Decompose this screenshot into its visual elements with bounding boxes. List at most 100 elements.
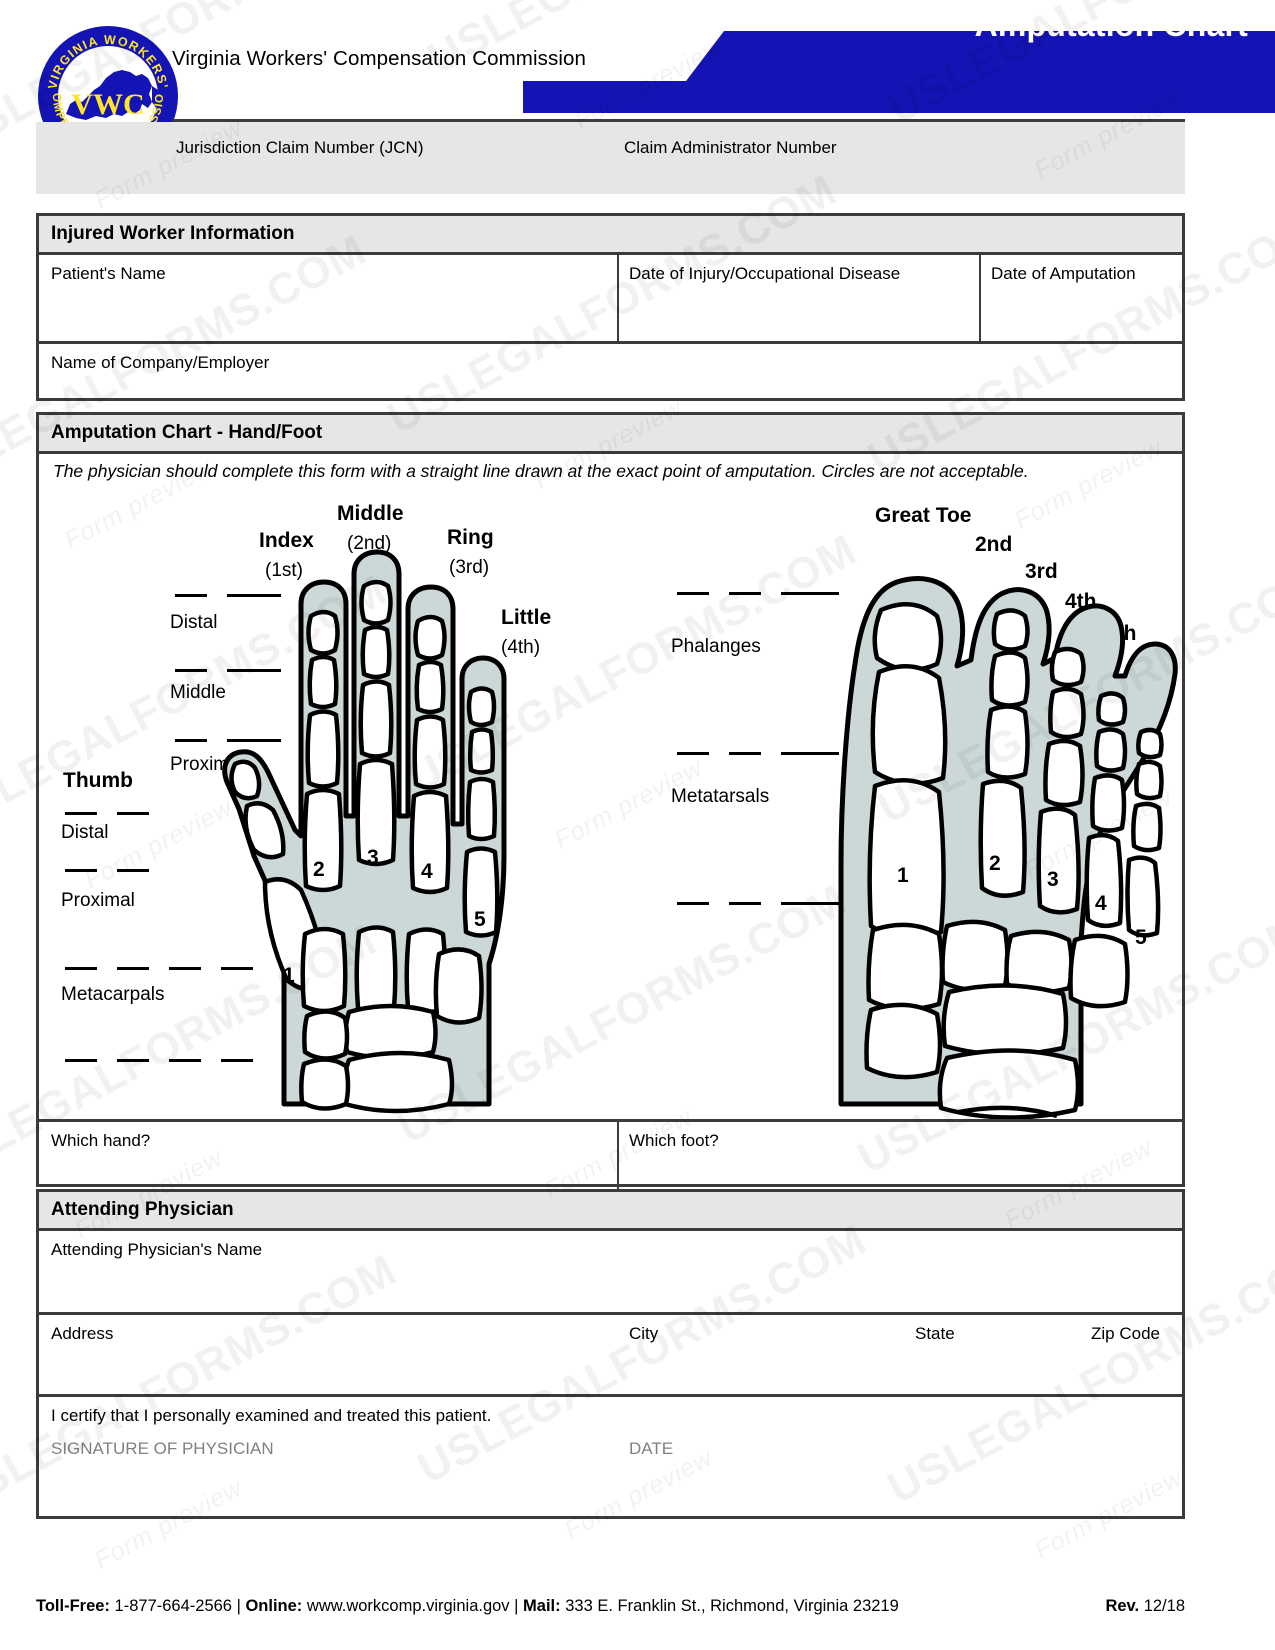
hand-thumb-label: Thumb [63, 769, 133, 792]
online-value[interactable]: www.workcomp.virginia.gov [306, 1597, 510, 1615]
certification-text: I certify that I personally examined and… [51, 1406, 492, 1425]
which-limb-row: Which hand? Which foot? [39, 1119, 1182, 1195]
tick [729, 752, 761, 755]
revision-label: Rev. [1105, 1597, 1140, 1615]
title-banner [686, 31, 1275, 81]
certification-row: I certify that I personally examined and… [39, 1397, 1182, 1552]
tick [221, 967, 253, 970]
tick [781, 752, 839, 755]
injured-worker-section-title: Injured Worker Information [39, 216, 1182, 255]
physician-address-row: Address City State Zip Code [39, 1315, 1182, 1397]
tick [117, 812, 149, 815]
amputation-chart-section: Amputation Chart - Hand/Foot The physici… [36, 412, 1185, 1195]
signature-label[interactable]: SIGNATURE OF PHYSICIAN [51, 1439, 274, 1458]
signature-date-label[interactable]: DATE [629, 1439, 674, 1458]
tick [677, 902, 709, 905]
foot-bone-number-4: 4 [1095, 892, 1107, 915]
address-label: Address [51, 1324, 114, 1343]
tick [65, 1059, 97, 1062]
hand-digit-ordinal-ring: (3rd) [449, 557, 490, 578]
hand-skeleton-illustration [222, 549, 507, 1114]
hand-bone-number-5: 5 [474, 908, 486, 931]
tick [175, 594, 207, 597]
divider [39, 341, 1182, 344]
foot-metatarsals-label: Metatarsals [671, 786, 770, 807]
hand-digit-ordinal-little: (4th) [501, 637, 541, 658]
amputation-chart-section-title: Amputation Chart - Hand/Foot [39, 415, 1182, 454]
foot-bone-number-1: 1 [897, 864, 909, 887]
tick [117, 869, 149, 872]
separator: | [236, 1597, 241, 1615]
tick [65, 812, 97, 815]
tick [65, 869, 97, 872]
tollfree-label: Toll-Free: [36, 1597, 110, 1615]
foot-bone-number-5: 5 [1135, 926, 1147, 949]
tick [729, 592, 761, 595]
tollfree-value: 1-877-664-2566 [114, 1597, 232, 1615]
foot-toe-label-great: Great Toe [875, 504, 972, 527]
hand-digit-label-middle: Middle [337, 502, 404, 525]
divider [39, 1394, 1182, 1397]
agency-name: Virginia Workers' Compensation Commissio… [172, 47, 586, 70]
attending-physician-section: Attending Physician Attending Physician'… [36, 1189, 1185, 1519]
tick [781, 592, 839, 595]
hand-metacarpals-label: Metacarpals [61, 984, 165, 1005]
diagram-area: The physician should complete this form … [39, 454, 1182, 1120]
claim-number-bar: Jurisdiction Claim Number (JCN) Claim Ad… [36, 122, 1185, 194]
tick [677, 752, 709, 755]
svg-text:VWC: VWC [71, 88, 144, 121]
hand-thumb-segment-distal: Distal [61, 822, 109, 843]
tick [169, 967, 201, 970]
tick [117, 1059, 149, 1062]
zip-label: Zip Code [1091, 1324, 1160, 1343]
subtitle-banner [523, 81, 1275, 113]
worker-name-row: Patient's Name Date of Injury/Occupation… [39, 255, 1182, 344]
physician-name-row: Attending Physician's Name [39, 1231, 1182, 1315]
revision-value: 12/18 [1143, 1597, 1185, 1615]
header-rule [172, 119, 1185, 122]
city-label: City [629, 1324, 659, 1343]
date-injury-label: Date of Injury/Occupational Disease [629, 264, 901, 283]
hand-digit-label-index: Index [259, 529, 314, 552]
hand-digit-label-little: Little [501, 606, 552, 629]
foot-diagram: Great Toe 2nd 3rd 4th 5th Phalanges Meta… [659, 464, 1179, 1120]
mail-value: 333 E. Franklin St., Richmond, Virginia … [565, 1597, 899, 1615]
hand-segment-label-middle: Middle [170, 682, 226, 703]
which-foot-label: Which foot? [629, 1131, 719, 1150]
hand-digit-ordinal-index: (1st) [265, 560, 303, 581]
hand-bone-number-1: 1 [283, 964, 295, 987]
divider [617, 1122, 619, 1195]
claim-administrator-label: Claim Administrator Number [624, 138, 837, 157]
hand-bone-number-4: 4 [421, 860, 433, 883]
foot-toe-label-2nd: 2nd [975, 533, 1013, 556]
tick [175, 669, 207, 672]
date-amputation-label: Date of Amputation [991, 264, 1136, 283]
instructions-text: The physician should complete this form … [53, 461, 1029, 481]
hand-bone-number-3: 3 [367, 846, 379, 869]
divider [617, 255, 619, 344]
foot-skeleton-illustration [838, 576, 1178, 1120]
injured-worker-section: Injured Worker Information Patient's Nam… [36, 213, 1185, 401]
tick [65, 967, 97, 970]
tick [677, 592, 709, 595]
hand-segment-label-distal: Distal [170, 612, 218, 633]
form-footer: Toll-Free: 1-877-664-2566 | Online: www.… [36, 1597, 1185, 1616]
tick [729, 902, 761, 905]
attending-physician-section-title: Attending Physician [39, 1192, 1182, 1231]
hand-diagram: Index (1st) Middle (2nd) Ring (3rd) Litt… [49, 464, 649, 1114]
tick [175, 739, 207, 742]
page-title: Amputation Chart [974, 7, 1248, 43]
which-hand-label: Which hand? [51, 1131, 151, 1150]
hand-bone-number-2: 2 [313, 858, 325, 881]
tick [227, 739, 281, 742]
jcn-label: Jurisdiction Claim Number (JCN) [176, 138, 424, 157]
state-label: State [915, 1324, 955, 1343]
tick [227, 669, 281, 672]
webfile-link[interactable]: Access your claim online: webfile.workco… [820, 5, 1248, 24]
tick [227, 594, 281, 597]
hand-digit-ordinal-middle: (2nd) [347, 533, 392, 554]
tick [169, 1059, 201, 1062]
mail-label: Mail: [523, 1597, 561, 1615]
foot-bone-number-3: 3 [1047, 868, 1059, 891]
employer-row: Name of Company/Employer [39, 344, 1182, 434]
